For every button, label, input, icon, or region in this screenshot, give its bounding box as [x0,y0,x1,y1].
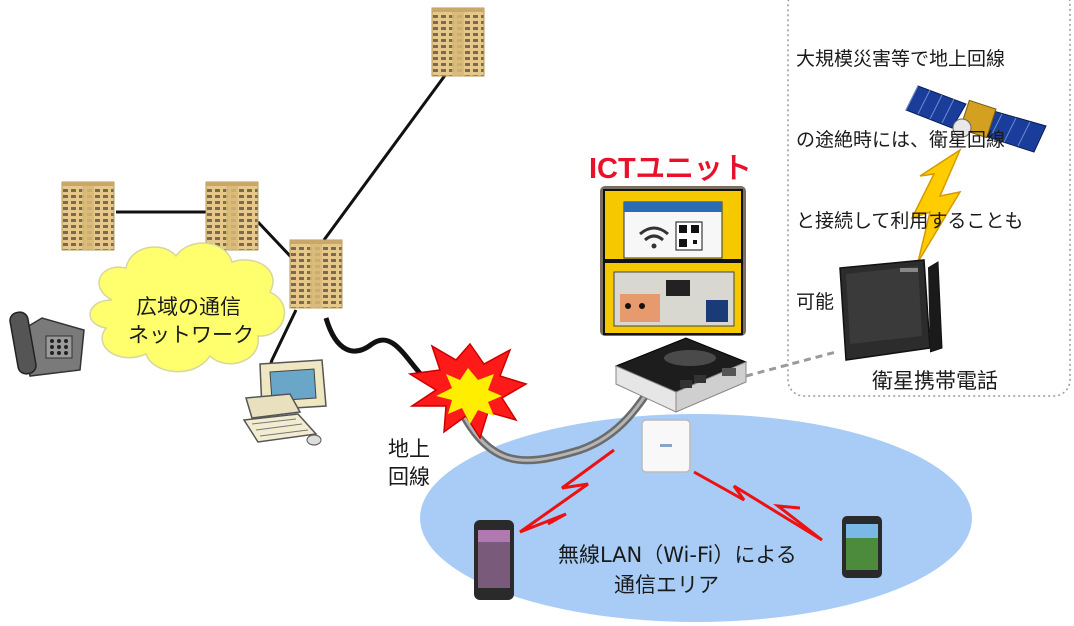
satellite-region-box [787,0,1071,397]
ground-line-line1: 地上 [388,437,430,461]
ground-line-cable [323,317,426,380]
explosion-burst-icon [407,342,528,440]
wifi-area-ellipse [420,414,972,622]
ict-unit-case-icon [600,186,746,336]
building-icon [431,7,485,77]
satellite-phone-label: 衛星携帯電話 [872,369,998,393]
satellite-phone-icon [839,259,943,361]
satellite-link-line [745,350,837,378]
lightning-icon [693,470,823,542]
smartphone-icon [474,520,514,600]
mini-pc-router-icon [614,337,748,413]
telephone-icon [9,311,85,377]
building-icon [289,239,343,309]
satellite-note-line: の途絶時には、衛星回線 [796,129,1006,151]
computer-icon [242,359,327,446]
ground-line-line2: 回線 [388,465,430,489]
lightning-icon [519,448,615,534]
smartphone-icon [842,516,882,578]
network-cloud-icon [89,242,286,373]
network-cloud-line1: 広域の通信 [136,295,241,319]
satellite-note-line: と接続して利用することも [796,210,1024,232]
access-point-icon [641,419,691,473]
lightning-icon [910,148,962,263]
building-icon [205,181,259,251]
wifi-area-line1: 無線LAN（Wi-Fi）による [558,543,797,567]
satellite-icon [905,85,1047,153]
network-cloud-line2: ネットワーク [128,323,254,347]
satellite-note-line: 大規模災害等で地上回線 [796,48,1006,70]
satellite-note-line: 可能 [796,291,835,313]
wifi-area-line2: 通信エリア [614,573,719,597]
satellite-note: 大規模災害等で地上回線 の途絶時には、衛星回線 と接続して利用することも 可能 [796,0,1066,343]
building-icon [61,181,115,251]
ict-unit-title: ICTユニット [589,153,752,185]
